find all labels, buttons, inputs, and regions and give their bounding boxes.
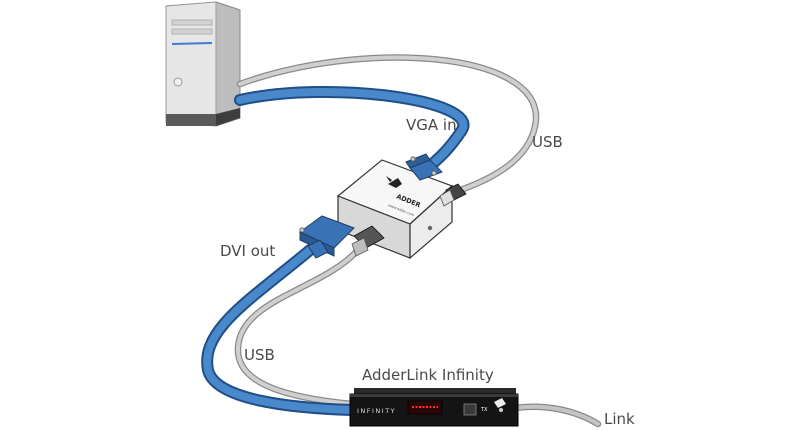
adder-logo: [386, 176, 402, 188]
adderlink-infinity-unit: INFINITY TX: [349, 388, 519, 427]
dvi-connector: [299, 215, 355, 259]
usb-connector-top: [439, 183, 467, 207]
power-button: [173, 77, 183, 87]
label-link: Link: [604, 410, 635, 428]
link-cable: [511, 403, 602, 428]
status-led: [427, 225, 433, 231]
port-label: TX: [480, 407, 488, 413]
led-display: [407, 400, 443, 415]
label-product-name: AdderLink Infinity: [362, 366, 494, 384]
dvi-cable: [201, 244, 358, 416]
drive-bay: [171, 19, 213, 26]
label-dvi-out: DVI out: [220, 242, 276, 260]
usb-cable-top: [236, 54, 540, 196]
label-vga-in: VGA in: [406, 116, 457, 134]
vga-cable: [234, 85, 470, 176]
usb-connector-bottom: [351, 225, 385, 257]
label-usb-bottom: USB: [244, 346, 275, 364]
computer-tower: [165, 1, 241, 127]
label-usb-top: USB: [532, 133, 563, 151]
unit-adder-logo: [494, 398, 506, 412]
network-port: [463, 403, 477, 416]
unit-logo: INFINITY: [357, 407, 396, 415]
usb-cable-bottom: [234, 248, 360, 408]
vga-connector: [405, 153, 443, 181]
